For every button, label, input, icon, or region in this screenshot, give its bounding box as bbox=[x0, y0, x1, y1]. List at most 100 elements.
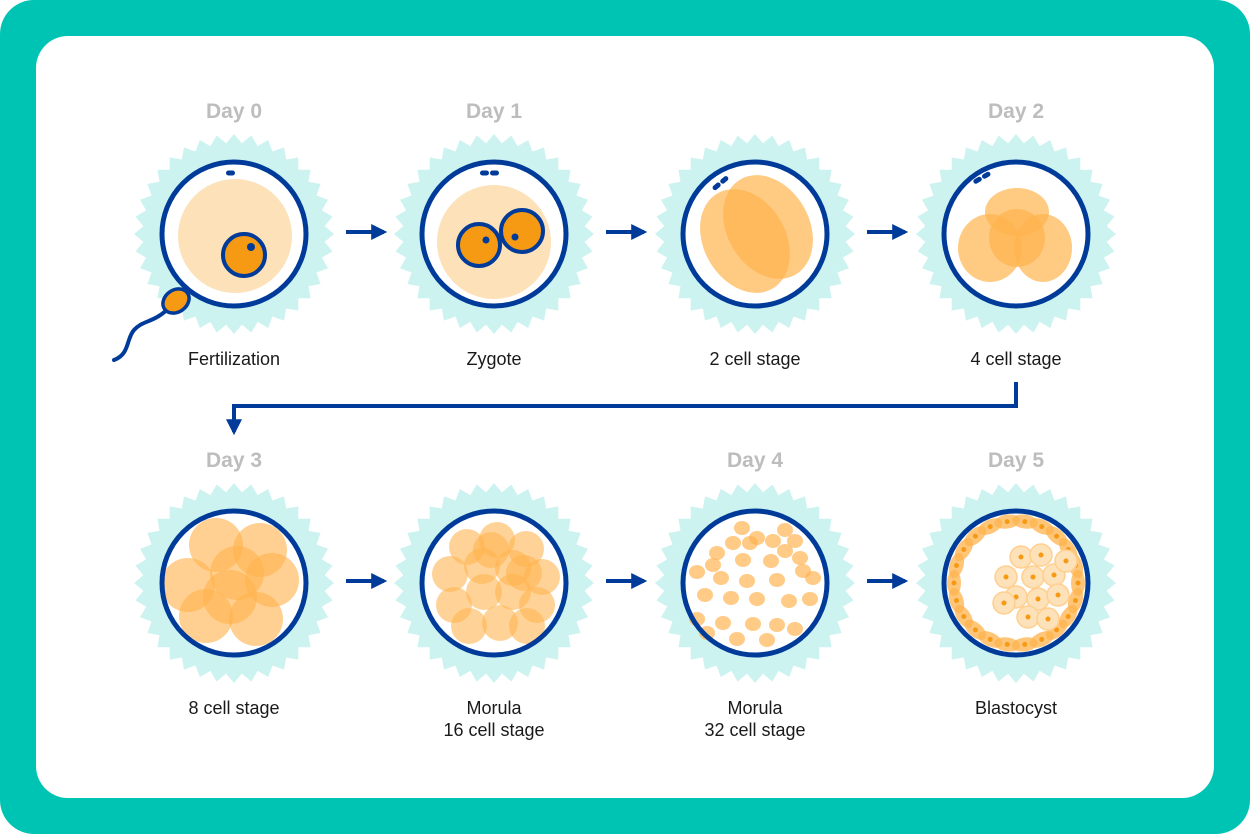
cell bbox=[734, 521, 750, 535]
cell bbox=[787, 622, 803, 636]
nucleus bbox=[1038, 552, 1044, 558]
polar-body bbox=[720, 176, 729, 184]
cell bbox=[739, 574, 755, 588]
polar-body bbox=[226, 170, 235, 176]
day-label: Day 3 bbox=[206, 449, 262, 472]
cell bbox=[749, 592, 765, 606]
nucleus bbox=[961, 614, 967, 619]
cell bbox=[715, 616, 731, 630]
nucleus bbox=[1039, 636, 1045, 642]
cell bbox=[745, 617, 761, 631]
stage-label: 4 cell stage bbox=[970, 349, 1061, 369]
nucleus bbox=[1051, 572, 1057, 578]
blastomere bbox=[509, 608, 545, 644]
stage-label: Blastocyst bbox=[975, 698, 1057, 718]
blastomere bbox=[482, 605, 518, 641]
nucleus bbox=[1030, 574, 1036, 580]
sperm-tail bbox=[112, 303, 174, 362]
polar-body bbox=[480, 170, 489, 176]
nucleus bbox=[1022, 641, 1028, 647]
polar-body bbox=[712, 182, 721, 191]
nucleus bbox=[1013, 594, 1019, 600]
cell bbox=[769, 573, 785, 587]
cell bbox=[777, 523, 793, 537]
stage-label: Zygote bbox=[466, 349, 521, 369]
stage-label: Morula bbox=[466, 698, 522, 718]
nucleus bbox=[1075, 580, 1081, 586]
nucleus bbox=[1004, 641, 1010, 647]
nucleus bbox=[1063, 558, 1069, 564]
cell-membrane bbox=[159, 159, 309, 309]
cell bbox=[689, 565, 705, 579]
blastomere bbox=[451, 608, 487, 644]
cell-membrane bbox=[941, 508, 1091, 658]
day-label: Day 1 bbox=[466, 100, 522, 123]
cell bbox=[792, 551, 808, 565]
nucleus bbox=[987, 636, 993, 642]
cell-membrane bbox=[159, 508, 309, 658]
day-label: Day 2 bbox=[988, 100, 1044, 123]
cell-membrane bbox=[680, 508, 830, 658]
cell bbox=[805, 571, 821, 585]
nucleus bbox=[1025, 614, 1031, 620]
pronucleus bbox=[499, 208, 545, 254]
nucleus bbox=[1003, 574, 1009, 580]
nucleolus bbox=[482, 236, 490, 244]
blastomere bbox=[432, 556, 468, 592]
stage-blastocyst: Day 5 Blastocyst bbox=[916, 449, 1116, 718]
nucleus bbox=[1022, 519, 1028, 525]
nucleolus bbox=[511, 233, 519, 241]
nucleus bbox=[954, 598, 959, 603]
cell bbox=[705, 558, 721, 572]
day-label: Day 5 bbox=[988, 449, 1044, 472]
cell bbox=[709, 546, 725, 560]
stage-label: 2 cell stage bbox=[709, 349, 800, 369]
stage-zygote: Day 1 Zygote bbox=[394, 100, 594, 369]
nucleus bbox=[1054, 627, 1060, 633]
nucleus bbox=[1039, 524, 1045, 530]
nucleus bbox=[951, 580, 957, 586]
cell bbox=[729, 632, 745, 646]
cell bbox=[697, 588, 713, 602]
cell bbox=[787, 534, 803, 548]
cell bbox=[735, 553, 751, 567]
cell-membrane bbox=[680, 159, 830, 309]
blastomere bbox=[473, 532, 509, 568]
cell-membrane bbox=[941, 159, 1091, 309]
nucleus bbox=[972, 627, 978, 633]
cell bbox=[763, 554, 779, 568]
nucleus bbox=[1073, 598, 1078, 603]
pronucleus bbox=[221, 232, 267, 278]
nucleus bbox=[1035, 596, 1041, 602]
blastomere bbox=[723, 175, 813, 279]
stage-label: 32 cell stage bbox=[704, 720, 805, 740]
stage-label: Fertilization bbox=[188, 349, 280, 369]
nucleus bbox=[987, 524, 993, 530]
stage-label: 16 cell stage bbox=[443, 720, 544, 740]
cell bbox=[802, 592, 818, 606]
cell bbox=[723, 591, 739, 605]
cell bbox=[742, 536, 758, 550]
nucleus bbox=[1045, 616, 1051, 622]
stage-label: Morula bbox=[727, 698, 783, 718]
day-label: Day 0 bbox=[206, 100, 262, 123]
cell bbox=[777, 544, 793, 558]
cell bbox=[765, 534, 781, 548]
polar-body bbox=[490, 170, 499, 176]
cell bbox=[759, 633, 775, 647]
nucleolus bbox=[247, 243, 255, 251]
sperm-head bbox=[161, 287, 191, 315]
nucleus bbox=[1001, 600, 1007, 606]
cell bbox=[769, 618, 785, 632]
stage-four-cell: Day 2 4 cell stage bbox=[916, 100, 1116, 369]
cell bbox=[725, 536, 741, 550]
stage-label: 8 cell stage bbox=[188, 698, 279, 718]
stage-fertilization: Day 0 Fertilization bbox=[112, 100, 334, 369]
polar-body bbox=[973, 176, 982, 184]
blastomere bbox=[506, 555, 542, 591]
blastomere bbox=[203, 570, 257, 624]
